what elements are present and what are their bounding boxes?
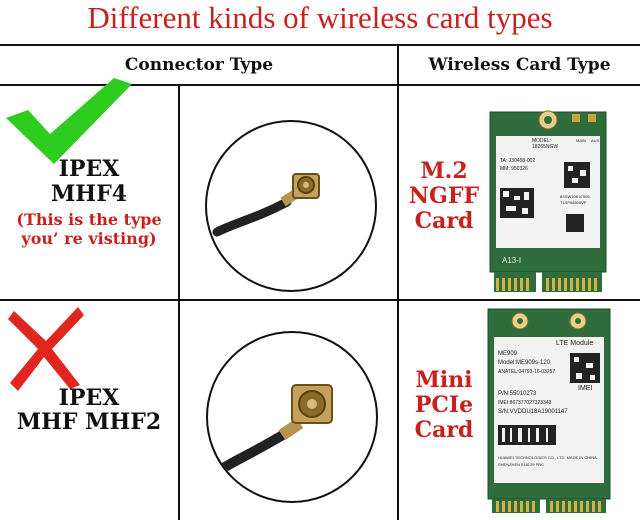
pcie-label-addr: SHENZHEN 518129 PRC <box>498 462 545 467</box>
card-type-line3: Card <box>414 208 474 234</box>
connector-name-line1: IPEX <box>58 385 120 411</box>
pcie-label-me: ME909 <box>498 351 518 357</box>
m2-label-bottom: A13-I <box>502 256 522 265</box>
m2-label-mm: MM: 950326 <box>500 166 528 172</box>
pcie-label-sn: S/N:VVDDU18A19001147 <box>498 409 568 415</box>
card-type-line2: PCIe <box>414 392 474 418</box>
row-ipex-mhf4: IPEX MHF4 (This is the type you’ re vist… <box>0 78 640 299</box>
card-type-line1: M.2 <box>420 158 468 184</box>
note-line1: (This is the type <box>16 210 162 229</box>
check-mark-icon <box>6 78 132 164</box>
m2-ngff-card-image: MODEL: 18265NGW MAIN AUX TA: J30458-002 … <box>488 110 608 295</box>
card-type-line3: Card <box>414 417 474 443</box>
pcie-label-pn: P/N:55010273 <box>498 391 537 397</box>
page-title: Different kinds of wireless card types <box>87 0 553 35</box>
header-connector-type: Connector Type <box>124 55 274 75</box>
pcie-label-imei-num: IMEI:867377027323348 <box>498 400 552 406</box>
mini-pcie-card-image: LTE Module ME909 Model:ME909s-120 ANATEL… <box>486 307 612 517</box>
column-divider-sub <box>178 84 180 520</box>
mhf-connector-image <box>213 384 333 476</box>
row-ipex-mhf-mhf2: IPEX MHF MHF2 Mini PCIe Card <box>0 301 640 520</box>
mhf4-connector-image <box>212 173 320 237</box>
cross-mark-icon <box>8 307 84 391</box>
pcie-label-imei: IMEI <box>578 385 593 392</box>
connector-photo-mhf <box>206 331 378 503</box>
m2-label-ta: TA: J30458-002 <box>500 158 536 164</box>
m2-label-model-num: 18265NGW <box>532 144 559 150</box>
table-border-top <box>0 44 640 46</box>
column-divider-main <box>397 44 399 520</box>
m2-label-main: MAIN <box>576 138 586 143</box>
connector-name-line2: MHF4 <box>50 181 128 207</box>
pcie-label-model: Model:ME909s-120 <box>498 360 551 366</box>
m2-label-serial2: T1SP68900VP <box>560 200 587 205</box>
row-divider <box>0 299 640 301</box>
pcie-label-anatel: ANATEL:04793-16-03257 <box>498 369 556 375</box>
note-line2: you’ re visting) <box>21 229 157 248</box>
pcie-label-maker: HUAWEI TECHNOLOGIES CO., LTD. MADE IN CH… <box>498 455 597 460</box>
card-type-line2: NGFF <box>408 183 480 209</box>
header-wireless-card-type: Wireless Card Type <box>428 55 611 75</box>
m2-label-aux: AUX <box>591 138 600 143</box>
connector-name-line1: IPEX <box>58 156 120 182</box>
connector-photo-mhf4 <box>205 120 377 292</box>
m2-label-serial1: 8SSW10K97505 <box>560 194 590 199</box>
pcie-label-lte: LTE Module <box>556 340 594 347</box>
m2-label-model: MODEL: <box>532 138 552 144</box>
connector-name-line2: MHF MHF2 <box>16 409 162 435</box>
card-type-line1: Mini <box>415 367 473 393</box>
header-divider <box>0 84 640 86</box>
